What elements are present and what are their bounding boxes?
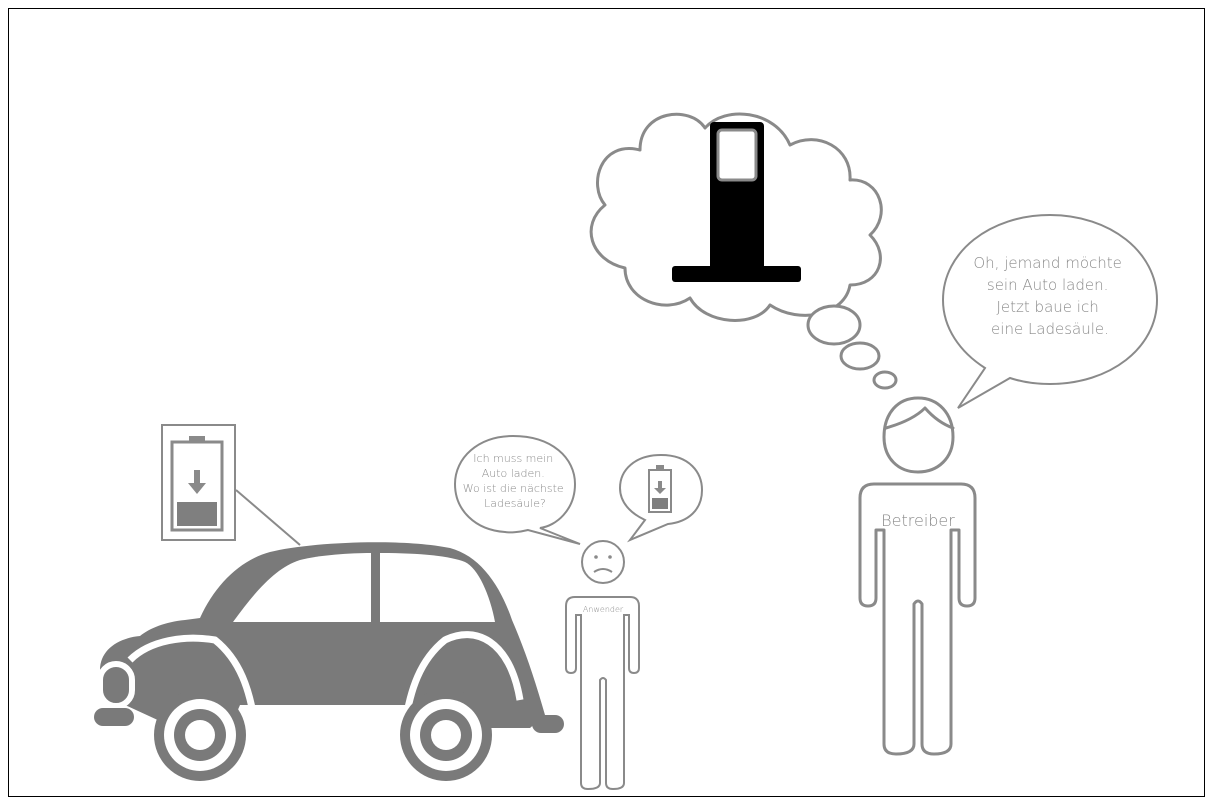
user-eye-left: [594, 555, 598, 559]
battery-low-icon: [162, 425, 235, 540]
car-headlight: [100, 664, 132, 706]
operator-person: Betreiber: [860, 398, 975, 754]
operator-thought-bubble: [591, 114, 896, 388]
operator-speech-text: Oh, jemand möchte sein Auto laden. Jetzt…: [973, 254, 1126, 338]
user-speech-line-4: Ladesäule?: [484, 497, 546, 510]
user-speech-line-2: Auto laden.: [482, 467, 545, 480]
operator-head: [884, 398, 953, 472]
user-shirt-label: Anwender: [583, 605, 624, 614]
user-thought-bubble: [620, 455, 702, 540]
car-wheel-front: [154, 689, 246, 781]
thought-dot-large: [808, 306, 860, 344]
user-eye-right: [608, 555, 612, 559]
operator-shirt-label: Betreiber: [881, 511, 955, 530]
user-head: [582, 541, 624, 583]
car-front-bumper: [94, 708, 134, 726]
thought-dot-small: [874, 372, 896, 388]
user-speech-text: Ich muss mein Auto laden. Wo ist die näc…: [463, 452, 567, 510]
operator-hair: [886, 408, 953, 428]
user-speech-line-1: Ich muss mein: [473, 452, 553, 465]
operator-speech-line-3: Jetzt baue ich: [997, 298, 1099, 316]
car-battery-connector: [236, 490, 300, 545]
user-speech-line-3: Wo ist die nächste: [463, 482, 564, 495]
thought-dot-medium: [841, 343, 879, 369]
user-speech-bubble: Ich muss mein Auto laden. Wo ist die näc…: [455, 436, 580, 544]
operator-speech-line-4: eine Ladesäule.: [991, 320, 1109, 338]
user-person: Anwender: [566, 541, 639, 789]
battery-low-icon: [649, 465, 671, 512]
user-body: [566, 597, 639, 789]
charging-station-icon: [672, 122, 801, 282]
operator-speech-line-2: sein Auto laden.: [987, 276, 1108, 294]
operator-speech-line-1: Oh, jemand möchte: [973, 254, 1122, 272]
car-rear-bumper: [532, 715, 564, 733]
car-wheel-rear: [400, 689, 492, 781]
operator-speech-bubble: Oh, jemand möchte sein Auto laden. Jetzt…: [943, 215, 1157, 408]
